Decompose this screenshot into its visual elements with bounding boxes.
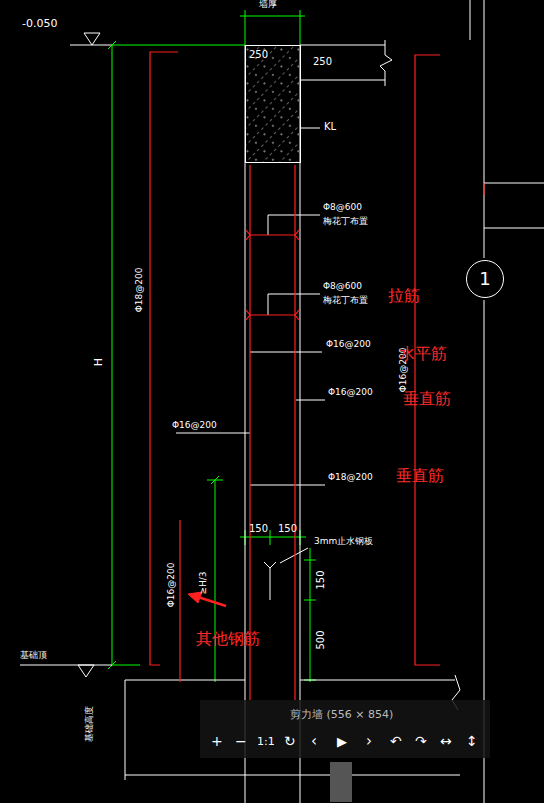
annotation: 水平筋: [399, 345, 447, 363]
level-name: 基础顶: [20, 651, 47, 661]
annotation: 垂直筋: [396, 467, 444, 485]
toolbar-icon: −: [235, 734, 247, 749]
dimension: 150: [278, 523, 297, 534]
member-code: KL: [324, 121, 336, 132]
dimension: 墙厚: [259, 0, 277, 10]
toolbar-icon: ↔: [440, 734, 452, 749]
viewer-title: 剪力墙 (556 × 854): [290, 709, 393, 721]
rebar-spec: Φ16@200: [328, 388, 373, 398]
toolbar-icon: ↶: [390, 734, 402, 749]
rebar-spec: Φ8@600: [323, 203, 362, 213]
section-callout: 1: [466, 260, 504, 298]
rebar-note: 梅花丁布置: [323, 296, 368, 306]
part-note: 3mm止水钢板: [314, 537, 373, 547]
callout-number: 1: [479, 269, 490, 289]
toolbar-icon: ‹: [311, 733, 317, 750]
toolbar-icon: 1:1: [257, 736, 275, 748]
dimension: 250: [313, 56, 332, 67]
toolbar-icon: ▶: [337, 735, 347, 749]
rebar-spec: Φ16@200: [172, 421, 217, 431]
rebar-spec: Φ16@200: [326, 340, 371, 350]
rebar-spec: Φ18@200: [328, 473, 373, 483]
toolbar-icon: ↕: [466, 734, 478, 749]
dimension-name: 基础高度: [85, 706, 95, 742]
annotation: 其他钢筋: [196, 630, 260, 648]
concrete-beam: 250: [245, 45, 301, 163]
dimension: H: [93, 358, 105, 366]
toolbar-icon: ↷: [415, 734, 427, 749]
rebar-note: 梅花丁布置: [323, 217, 368, 227]
dimension: 250: [249, 49, 268, 60]
annotation: 拉筋: [388, 287, 420, 305]
annotation: 垂直筋: [403, 390, 451, 408]
toolbar-icon: ↻: [284, 734, 296, 749]
rebar-spec: Φ18@200: [135, 268, 145, 313]
dimension: 150: [249, 523, 268, 534]
toolbar-icon: ›: [366, 733, 372, 750]
rebar-spec: Φ16@200: [167, 563, 177, 608]
elevation-mark: -0.050: [22, 18, 57, 30]
dimension: ≥H/3: [199, 571, 209, 594]
dimension: 500: [315, 630, 326, 649]
rebar-spec: Φ8@600: [323, 282, 362, 292]
toolbar-icon: +: [211, 734, 223, 749]
dimension: 150: [315, 570, 326, 589]
